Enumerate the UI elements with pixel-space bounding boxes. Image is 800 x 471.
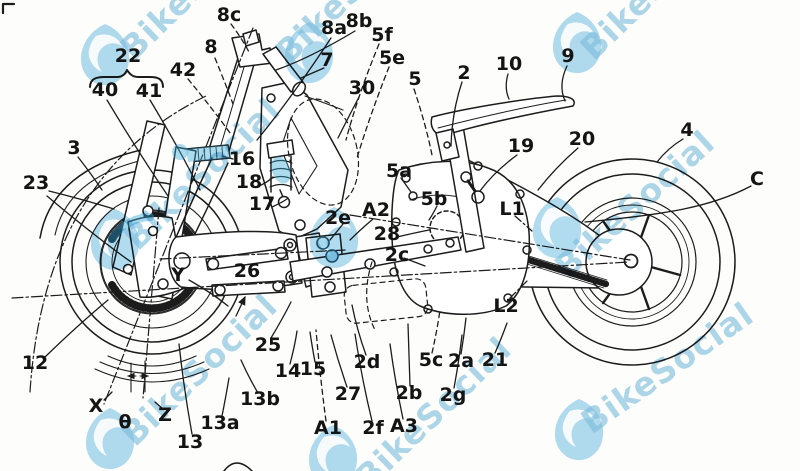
label-22-brace [89,69,164,88]
leader-Z [154,401,164,410]
leader-5f [345,43,380,141]
leader-lines [44,30,752,435]
leader-20 [537,147,579,191]
hub-gear-teeth-bottom [108,281,196,313]
leader-2a [460,317,467,355]
brake-lever [304,95,344,111]
lower-frame-rail [289,236,462,282]
leader-2b [407,323,411,387]
leader-18 [258,176,274,187]
leader-2f [354,333,373,422]
engine-case [389,160,532,315]
leader-A1 [315,329,327,422]
page-corner-marks [1,2,253,471]
leader-2g [453,334,463,389]
bar-end [291,81,307,97]
leader-42 [187,78,231,134]
leader-16 [221,155,234,160]
steering-axis-line [103,27,254,405]
leader-5c [431,309,441,354]
leader-7 [300,67,325,79]
leader-28 [396,229,430,238]
l1-reference-line [349,214,631,261]
leader-5b [428,205,438,221]
leader-X [103,391,113,401]
leader-L1 [514,215,533,232]
leader-5e [356,66,390,159]
dashed-leader-lines [187,23,533,422]
leader-5 [413,88,433,156]
leader-5a [400,177,412,193]
leader-A3 [389,343,404,420]
leader-15 [309,331,316,363]
leader-10 [505,73,510,100]
leader-13b [240,359,259,394]
leader-Y [188,279,229,307]
top-clamp [231,33,274,68]
l2-reference-line [11,261,630,299]
leader-21 [494,322,508,354]
steering-sweep-arc [29,95,207,393]
leader-8c [230,23,251,55]
seat-damper [460,171,472,183]
vertical-z-line [142,207,160,399]
leader-23a [48,190,115,210]
leader-A2 [349,218,374,241]
leader-14 [289,330,298,365]
y-arrow [235,295,246,317]
leader-L2 [509,280,528,299]
leader-19 [479,154,518,192]
leader-C [584,185,752,223]
leader-13 [178,343,193,435]
leader-13a [221,377,230,417]
rear-frame-and-seat [430,95,575,253]
leader-8 [214,57,234,105]
dashed-details [286,98,429,331]
leader-27 [330,334,348,388]
centerlines [11,27,631,405]
leader-40 [106,99,169,197]
leader-17 [271,198,288,208]
leader-3 [77,156,103,191]
front-fender-line [39,147,151,239]
rear-axle [623,253,639,269]
leader-41 [149,99,201,191]
leader-4 [656,138,684,163]
leader-2 [450,81,463,147]
leader-2c [403,257,426,267]
leader-2d [351,304,367,356]
geometry-marks [126,360,150,393]
leader-12 [44,299,109,358]
leader-25 [270,301,292,339]
leader-30 [337,96,360,139]
